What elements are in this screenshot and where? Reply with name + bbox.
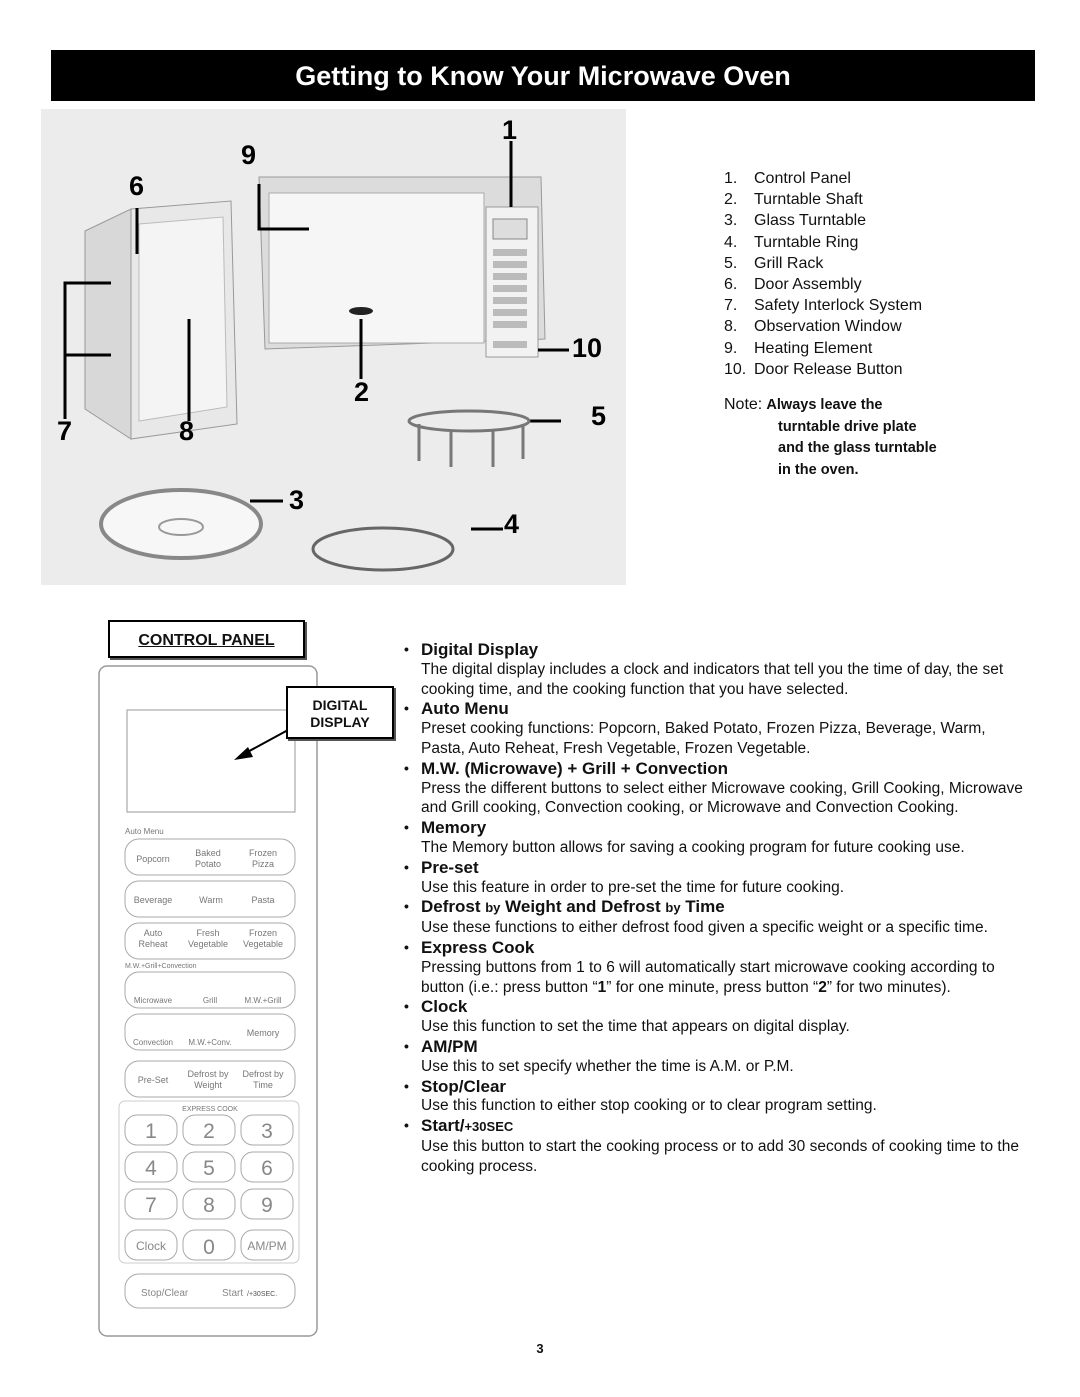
svg-text:Baked: Baked <box>195 848 221 858</box>
memory-key: Memory <box>247 1028 280 1038</box>
list-item: 6.Door Assembly <box>724 276 862 294</box>
list-item: •Memory The Memory button allows for sav… <box>404 818 965 856</box>
callout-7: 7 <box>57 416 72 446</box>
list-item: •Stop/Clear Use this function to either … <box>404 1076 877 1115</box>
callout-4: 4 <box>504 509 519 539</box>
svg-text:Vegetable: Vegetable <box>188 939 228 949</box>
convection-key: Convection <box>133 1038 173 1047</box>
key-9: 9 <box>261 1194 273 1217</box>
mw-label: M.W.+Grill+Convection <box>125 963 197 970</box>
svg-text:Vegetable: Vegetable <box>243 939 283 949</box>
key-0: 0 <box>203 1236 215 1259</box>
mw-grill-key: M.W.+Grill <box>244 996 281 1005</box>
page-title: Getting to Know Your Microwave Oven <box>51 50 1035 101</box>
list-item: 2.Turntable Shaft <box>724 191 863 209</box>
key-2: 2 <box>203 1120 215 1143</box>
list-item: •Express Cook Pressing buttons from 1 to… <box>404 937 995 996</box>
svg-text:Auto: Auto <box>144 928 163 938</box>
key-4: 4 <box>145 1157 157 1180</box>
list-item: 4.Turntable Ring <box>724 233 859 251</box>
list-item: •Auto Menu Preset cooking functions: Pop… <box>404 699 986 757</box>
list-item: •M.W. (Microwave) + Grill + Convection P… <box>404 758 1023 817</box>
list-item: 5.Grill Rack <box>724 254 824 272</box>
list-item: •Clock Use this function to set the time… <box>404 997 850 1036</box>
list-item: 7.Safety Interlock System <box>724 297 923 315</box>
callout-3: 3 <box>289 485 304 515</box>
callout-10: 10 <box>572 333 602 363</box>
list-item: 9.Heating Element <box>724 339 873 357</box>
list-item: •Start/+30SEC Use this button to start t… <box>404 1116 1019 1175</box>
microwave-diagram: 1 2 3 4 5 6 7 8 9 10 <box>41 109 626 585</box>
function-descriptions: •Digital Display The digital display inc… <box>404 640 1024 1177</box>
stop-clear-key: Stop/Clear <box>141 1288 189 1299</box>
key-7: 7 <box>145 1194 157 1217</box>
key-3: 3 <box>261 1120 273 1143</box>
parts-list: 1.Control Panel 2.Turntable Shaft 3.Glas… <box>724 168 922 380</box>
control-panel-heading: CONTROL PANEL <box>108 620 305 658</box>
note: Note: Always leave the turntable drive p… <box>724 396 937 478</box>
mw-conv-key: M.W.+Conv. <box>188 1038 231 1047</box>
pasta-key: Pasta <box>251 895 274 905</box>
svg-text:Frozen: Frozen <box>249 928 277 938</box>
key-8: 8 <box>203 1194 215 1217</box>
list-item: 1.Control Panel <box>724 170 851 187</box>
pointer-arrow-icon <box>234 729 289 760</box>
list-item: •Pre-set Use this feature in order to pr… <box>404 857 845 896</box>
key-6: 6 <box>261 1157 273 1180</box>
auto-menu-label: Auto Menu <box>125 827 164 836</box>
popcorn-key: Popcorn <box>136 854 170 864</box>
callout-9: 9 <box>241 140 256 170</box>
svg-text:Frozen: Frozen <box>249 848 277 858</box>
digital-display-label: DIGITAL DISPLAY <box>286 686 394 739</box>
svg-text:Defrost by: Defrost by <box>187 1069 229 1079</box>
key-5: 5 <box>203 1157 215 1180</box>
beverage-key: Beverage <box>134 895 173 905</box>
list-item: •Defrost by Weight and Defrost by Time U… <box>404 897 988 937</box>
svg-text:Weight: Weight <box>194 1080 222 1090</box>
ampm-key: AM/PM <box>247 1239 286 1253</box>
page-number: 3 <box>536 1341 544 1356</box>
warm-key: Warm <box>199 895 223 905</box>
callout-2: 2 <box>354 377 369 407</box>
list-item: 10.Door Release Button <box>724 360 903 378</box>
callout-5: 5 <box>591 401 606 431</box>
microwave-key: Microwave <box>134 996 173 1005</box>
key-1: 1 <box>145 1120 157 1143</box>
callout-1: 1 <box>502 115 517 145</box>
callout-8: 8 <box>179 416 194 446</box>
express-label: EXPRESS COOK <box>182 1106 238 1113</box>
list-item: 8.Observation Window <box>724 318 902 336</box>
list-item: •Digital Display The digital display inc… <box>404 640 1004 698</box>
clock-key: Clock <box>136 1239 167 1253</box>
callout-6: 6 <box>129 171 144 201</box>
svg-text:Time: Time <box>253 1080 273 1090</box>
grill-key: Grill <box>203 996 217 1005</box>
svg-text:Pizza: Pizza <box>252 859 274 869</box>
control-panel-diagram: Auto Menu M.W.+Grill+Convection Popcorn … <box>98 665 318 1337</box>
svg-text:Potato: Potato <box>195 859 221 869</box>
list-item: 3.Glass Turntable <box>724 212 867 230</box>
svg-text:Reheat: Reheat <box>138 939 168 949</box>
list-item: •AM/PM Use this to set specify whether t… <box>404 1036 794 1075</box>
start-key: Start <box>222 1288 243 1299</box>
start-suffix: /+30SEC. <box>247 1291 277 1298</box>
svg-text:Fresh: Fresh <box>196 928 219 938</box>
svg-text:Defrost by: Defrost by <box>242 1069 284 1079</box>
preset-key: Pre-Set <box>138 1075 169 1085</box>
